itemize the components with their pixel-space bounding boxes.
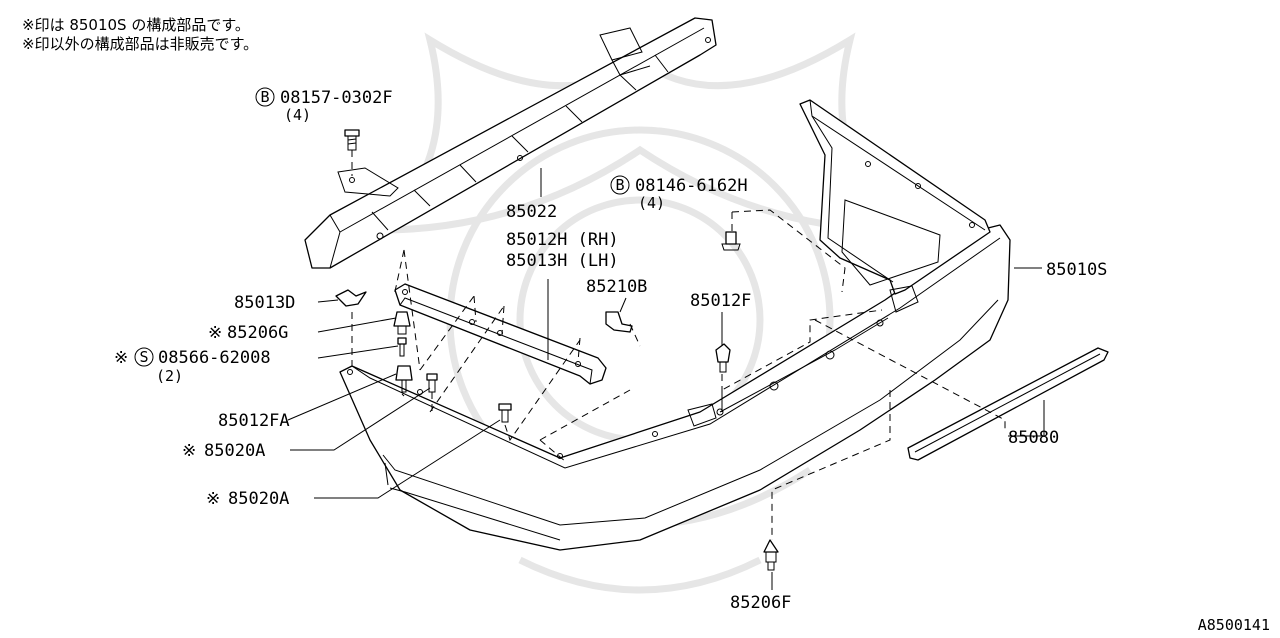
bolt-08146-6162H[interactable]	[721, 231, 741, 251]
label-85020A-2: 85020A	[228, 489, 289, 509]
label-85020A-1: 85020A	[204, 441, 265, 461]
note-line-1: ※印は 85010S の構成部品です。	[22, 16, 250, 34]
circle-b-symbol-2: B	[615, 176, 624, 194]
qty-08157-0302F: (4)	[284, 106, 311, 124]
clip-85012FA[interactable]	[395, 365, 413, 393]
label-08566-62008: 08566-62008	[158, 348, 271, 368]
callout-85020A-1: ※ 85020A	[182, 441, 265, 461]
bracket-85012H-85013H[interactable]	[394, 283, 607, 385]
label-85013D: 85013D	[234, 293, 295, 313]
circle-s-symbol: S	[139, 348, 148, 366]
circle-b-symbol: B	[260, 88, 269, 106]
bumper-fascia-85010S[interactable]	[339, 99, 1011, 551]
label-85012FA: 85012FA	[218, 411, 290, 431]
label-85012H: 85012H (RH)	[506, 230, 619, 250]
asterisk-85020A-2: ※	[206, 489, 220, 509]
reinforcement-85022[interactable]	[304, 17, 717, 269]
label-85210B: 85210B	[586, 277, 647, 297]
callout-85020A-2: ※ 85020A	[206, 489, 289, 509]
label-85206G: 85206G	[227, 323, 288, 343]
label-85206F: 85206F	[730, 593, 791, 613]
label-08146-6162H: 08146-6162H	[635, 176, 748, 196]
clip-85206F[interactable]	[763, 539, 779, 571]
asterisk-08566-62008: ※	[114, 348, 128, 368]
assembly-lines	[351, 209, 1006, 540]
callout-bolt-08157-0302F: B 08157-0302F (4)	[255, 87, 393, 124]
bolt-08157-0302F[interactable]	[344, 129, 360, 151]
label-85013H: 85013H (LH)	[506, 251, 619, 271]
clip-85013D[interactable]	[335, 289, 367, 307]
qty-08566-62008: (2)	[156, 367, 183, 385]
clip-85012F[interactable]	[715, 343, 731, 373]
label-85022: 85022	[506, 202, 557, 222]
callout-85206G: ※ 85206G	[208, 323, 288, 343]
asterisk-85206G: ※	[208, 323, 222, 343]
label-08157-0302F: 08157-0302F	[280, 88, 393, 108]
asterisk-85020A-1: ※	[182, 441, 196, 461]
screw-08566-62008[interactable]	[397, 337, 407, 357]
qty-08146-6162H: (4)	[638, 194, 665, 212]
clip-85210B[interactable]	[605, 311, 633, 333]
leader-lines	[287, 168, 1045, 590]
label-85010S: 85010S	[1046, 260, 1107, 280]
label-85012F: 85012F	[690, 291, 751, 311]
molding-85080[interactable]	[907, 347, 1109, 461]
label-85080: 85080	[1008, 428, 1059, 448]
callout-bolt-08146-6162H: B 08146-6162H (4)	[610, 175, 748, 212]
screw-85020A-center[interactable]	[498, 403, 512, 423]
diagram-id: A8500141	[1198, 616, 1270, 634]
callout-screw-08566-62008: ※ S 08566-62008 (2)	[114, 347, 271, 385]
note-line-2: ※印以外の構成部品は非販売です。	[22, 35, 259, 53]
clip-85206G[interactable]	[393, 311, 411, 335]
